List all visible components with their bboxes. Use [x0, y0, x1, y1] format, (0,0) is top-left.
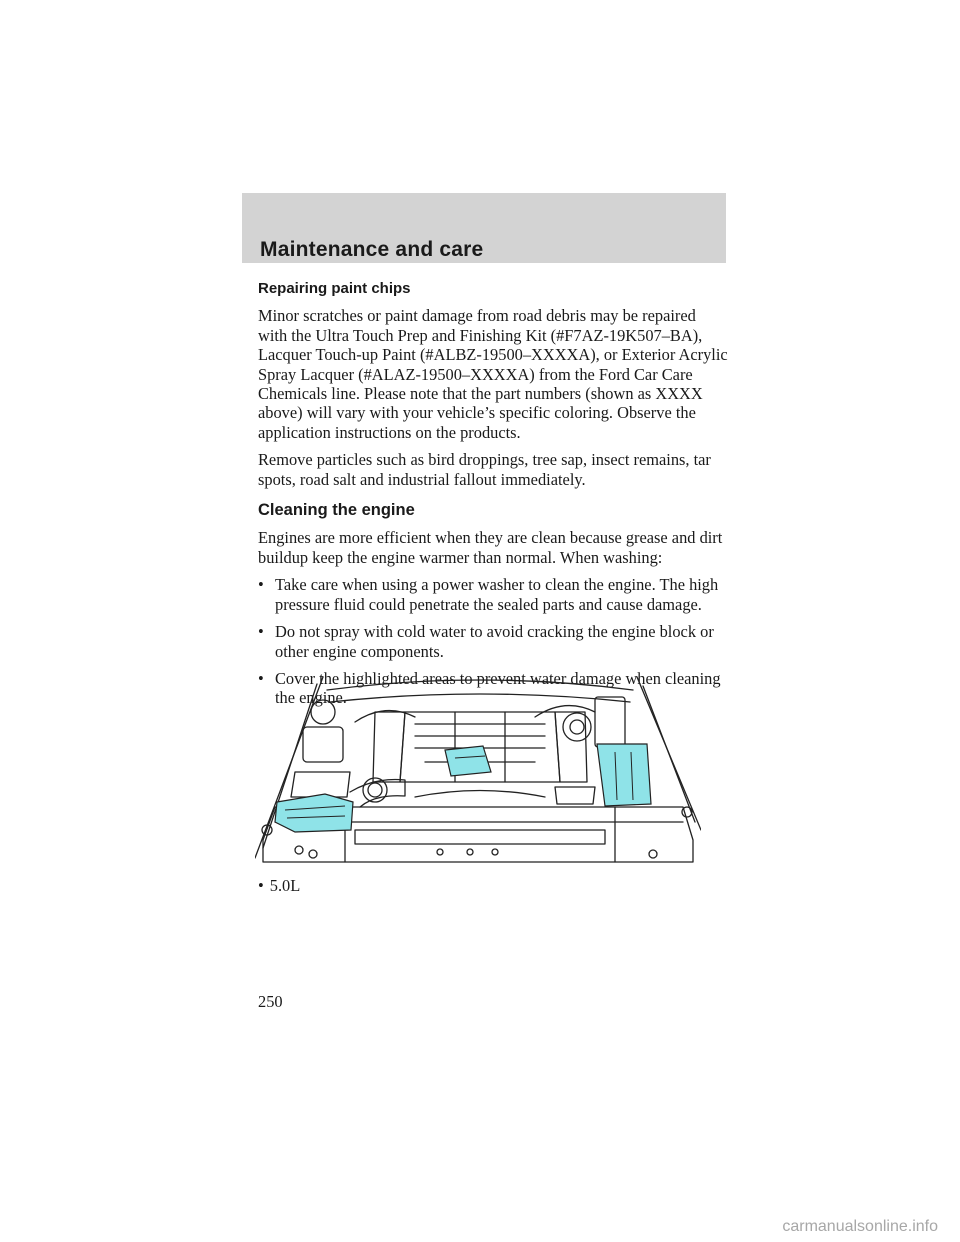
- section-header-band: Maintenance and care: [242, 193, 726, 263]
- washing-bullet-list: • Take care when using a power washer to…: [258, 575, 728, 707]
- bullet-marker: •: [258, 575, 264, 595]
- list-item: • Do not spray with cold water to avoid …: [258, 622, 728, 661]
- page-title: Maintenance and care: [260, 238, 484, 261]
- bullet-marker: •: [258, 622, 264, 642]
- main-content: Repairing paint chips Minor scratches or…: [258, 279, 728, 716]
- page-number: 250: [258, 992, 283, 1011]
- paint-chips-paragraph: Minor scratches or paint damage from roa…: [258, 306, 728, 442]
- particles-paragraph: Remove particles such as bird droppings,…: [258, 450, 711, 489]
- figure-caption: • 5.0L: [258, 876, 300, 895]
- bullet-marker: •: [258, 876, 264, 895]
- bullet-marker: •: [258, 668, 264, 688]
- section-heading-cleaning-engine: Cleaning the engine: [258, 501, 415, 520]
- watermark-text: carmanualsonline.info: [782, 1218, 938, 1235]
- list-item-text: Take care when using a power washer to c…: [275, 575, 719, 614]
- list-item: • Take care when using a power washer to…: [258, 575, 728, 614]
- cleaning-intro-paragraph: Engines are more efficient when they are…: [258, 528, 723, 567]
- engine-compartment-illustration: [255, 676, 701, 863]
- list-item-text: Do not spray with cold water to avoid cr…: [275, 622, 714, 661]
- caption-text: 5.0L: [269, 876, 301, 895]
- section-heading-paint-chips: Repairing paint chips: [258, 280, 411, 297]
